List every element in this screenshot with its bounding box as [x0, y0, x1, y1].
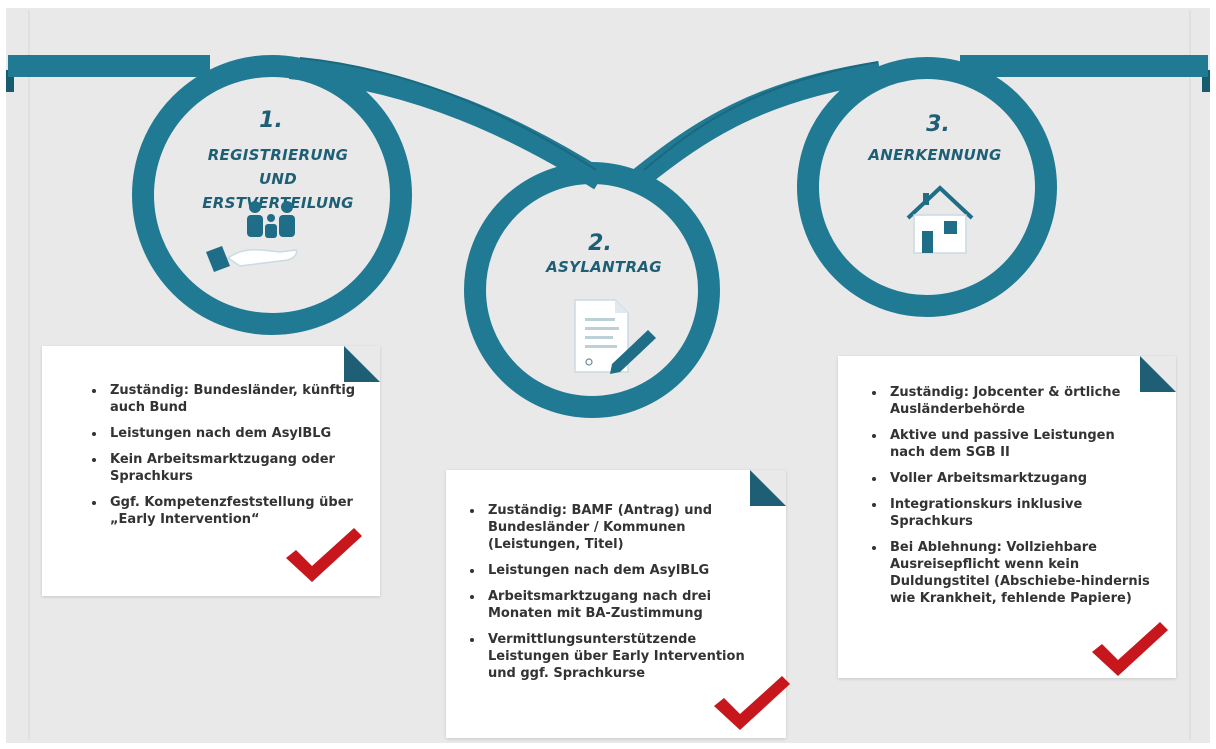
overlap-shadow-1: [299, 57, 597, 171]
list-item: Kein Arbeitsmarktzugang oder Sprachkurs: [106, 451, 368, 485]
info-card-step-1: Zuständig: Bundesländer, künftig auch Bu…: [42, 346, 380, 596]
family-hand-icon: [206, 201, 298, 272]
step-3-number: 3.: [926, 112, 950, 137]
checkmark-icon: [1092, 622, 1168, 676]
list-item: Zuständig: Jobcenter & örtliche Auslände…: [886, 384, 1154, 418]
list-item: Voller Arbeitsmarktzugang: [886, 470, 1154, 487]
list-item: Vermittlungsunterstützende Leistungen üb…: [484, 631, 776, 682]
page-fold-icon: [1140, 356, 1176, 392]
ring-step-2: [464, 162, 720, 418]
info-card-step-3: Zuständig: Jobcenter & örtliche Auslände…: [838, 356, 1176, 678]
ribbon-link-2-3: [633, 61, 882, 187]
ribbon: [8, 55, 1208, 418]
list-item: Arbeitsmarktzugang nach drei Monaten mit…: [484, 588, 776, 622]
ring-step-3: [797, 57, 1057, 317]
step-1-title-line-1: REGISTRIERUNG: [208, 146, 349, 164]
step-1-title-line-3: ERSTVERTEILUNG: [202, 194, 354, 212]
step-1-title-line-2: UND: [259, 170, 297, 188]
list-item: Leistungen nach dem AsylBLG: [484, 562, 776, 579]
step-1-bullet-list: Zuständig: Bundesländer, künftig auch Bu…: [88, 382, 368, 537]
checkmark-icon: [714, 676, 790, 730]
ribbon-link-1-2: [288, 57, 606, 190]
document-pen-icon: [574, 299, 656, 374]
step-2-title: ASYLANTRAG: [545, 258, 662, 276]
step-2-number: 2.: [588, 231, 612, 256]
checkmark-icon: [286, 528, 362, 582]
list-item: Zuständig: BAMF (Antrag) und Bundeslände…: [484, 502, 776, 553]
list-item: Leistungen nach dem AsylBLG: [106, 425, 368, 442]
info-card-step-2: Zuständig: BAMF (Antrag) und Bundeslände…: [446, 470, 790, 738]
ring-step-1: [132, 55, 412, 335]
list-item: Aktive und passive Leistungen nach dem S…: [886, 427, 1154, 461]
step-2-bullet-list: Zuständig: BAMF (Antrag) und Bundeslände…: [466, 502, 776, 691]
ribbon-overlaps: [299, 57, 879, 171]
overlap-shadow-2: [643, 61, 879, 171]
step-3-title: ANERKENNUNG: [867, 146, 1001, 164]
house-icon: [906, 185, 974, 254]
list-item: Zuständig: Bundesländer, künftig auch Bu…: [106, 382, 368, 416]
list-item: Ggf. Kompetenzfeststellung über „Early I…: [106, 494, 368, 528]
page-fold-icon: [344, 346, 380, 382]
step-1-number: 1.: [259, 108, 283, 133]
list-item: Bei Ablehnung: Vollziehbare Ausreisepfli…: [886, 539, 1154, 607]
page-fold-icon: [750, 470, 786, 506]
step-3-bullet-list: Zuständig: Jobcenter & örtliche Auslände…: [868, 384, 1154, 616]
list-item: Integrationskurs inklusive Sprachkurs: [886, 496, 1154, 530]
